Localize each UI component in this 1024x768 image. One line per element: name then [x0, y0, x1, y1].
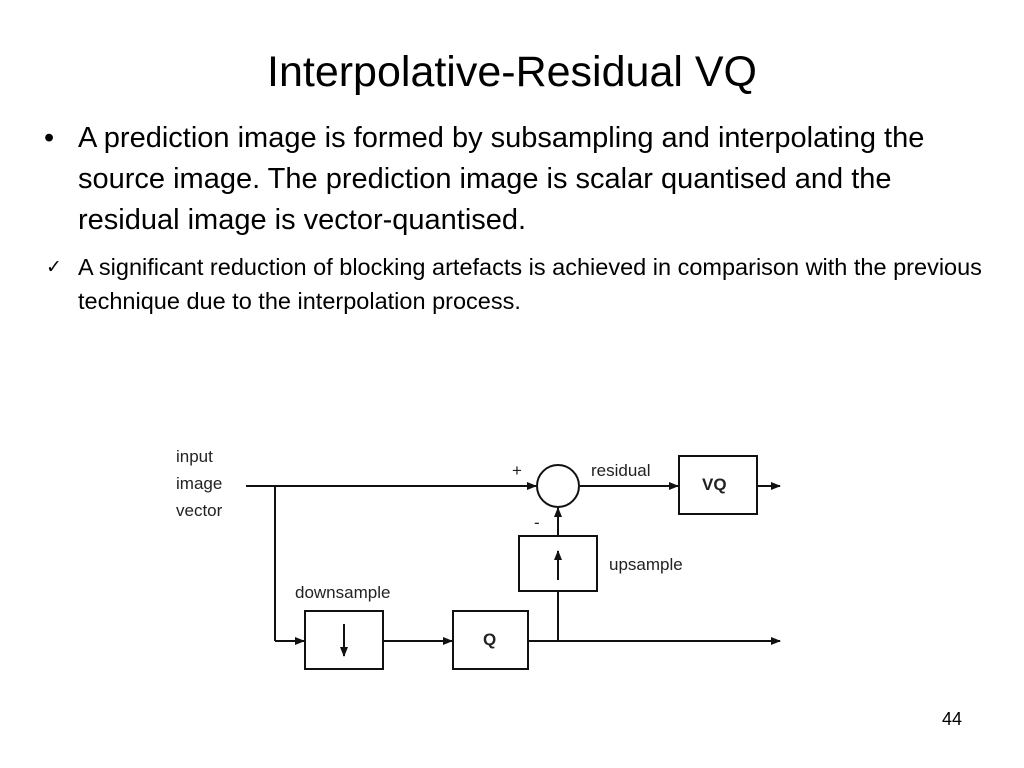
block-diagram: input image vector + - residual VQ upsam… [168, 440, 790, 672]
downsample-label: downsample [295, 583, 391, 602]
slide-title: Interpolative-Residual VQ [267, 48, 757, 96]
plus-sign: + [512, 461, 522, 480]
checkmark-icon: ✓ [46, 256, 62, 278]
bullet-item-prediction: • A prediction image is formed by subsam… [44, 118, 984, 241]
q-block [452, 610, 529, 670]
diagram-lines [246, 455, 781, 670]
bullet-item-blocking: ✓ A significant reduction of blocking ar… [44, 250, 984, 318]
bullet-text: A prediction image is formed by subsampl… [78, 122, 925, 236]
vector-label: vector [176, 501, 223, 520]
page-number: 44 [941, 709, 962, 729]
minus-sign: - [534, 513, 540, 532]
vq-block-label: VQ [702, 475, 727, 494]
bullet-list: • A prediction image is formed by subsam… [44, 118, 984, 318]
input-label: input [176, 447, 213, 466]
bullet-dot-icon: • [44, 122, 55, 154]
vq-block [678, 455, 758, 515]
summing-junction [536, 464, 580, 508]
upsample-label: upsample [609, 555, 683, 574]
residual-label: residual [591, 461, 651, 480]
q-block-label: Q [483, 630, 497, 649]
image-label: image [176, 474, 223, 493]
bullet-text: A significant reduction of blocking arte… [78, 254, 982, 314]
